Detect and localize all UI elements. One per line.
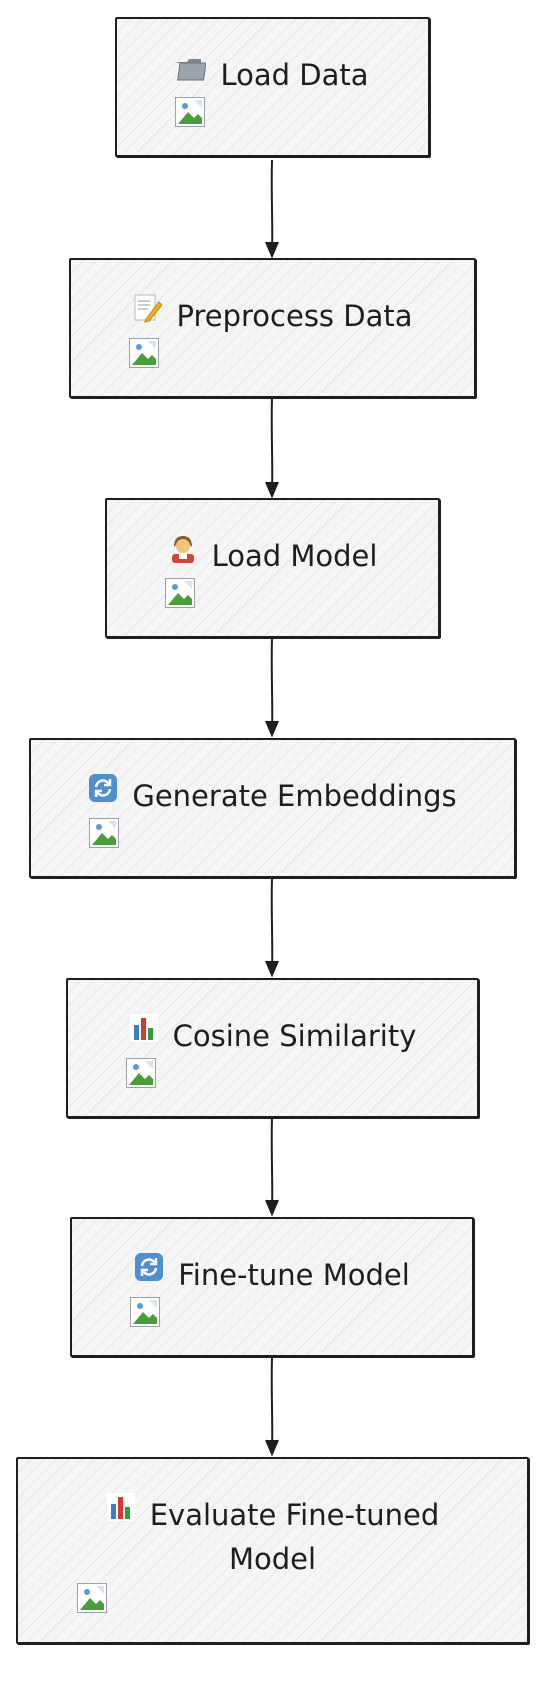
broken-image-icon xyxy=(77,1583,107,1613)
edge-load-data-to-preprocess xyxy=(270,159,274,256)
edge-preprocess-to-load-model xyxy=(270,397,274,496)
node-label: Cosine Similarity xyxy=(172,1019,417,1053)
node-label: Load Model xyxy=(211,539,378,573)
arrowhead xyxy=(265,241,279,259)
node-label: Fine-tune Model xyxy=(178,1258,410,1292)
edge-embeddings-to-cosine xyxy=(270,877,274,975)
refresh-icon xyxy=(134,1250,164,1294)
broken-image-icon xyxy=(129,338,159,368)
node-cosine-similarity[interactable]: Cosine Similarity xyxy=(66,978,479,1118)
broken-image-icon xyxy=(126,1058,156,1088)
node-label-line-2: Model xyxy=(228,1542,317,1576)
node-load-data[interactable]: Load Data xyxy=(115,17,430,157)
broken-image-icon xyxy=(89,818,119,848)
node-label-line-1: Evaluate Fine-tuned xyxy=(149,1498,440,1532)
broken-image-icon xyxy=(165,578,195,608)
arrowhead xyxy=(265,1199,279,1217)
bar-chart-icon xyxy=(129,1011,159,1055)
node-load-model[interactable]: Load Model xyxy=(105,498,440,638)
broken-image-icon xyxy=(130,1297,160,1327)
arrowhead xyxy=(265,481,279,499)
node-label: Generate Embeddings xyxy=(132,779,457,813)
teacher-icon xyxy=(168,531,198,575)
arrowhead xyxy=(265,1439,279,1457)
node-evaluate-fine-tuned-model[interactable]: Evaluate Fine-tuned Model xyxy=(16,1457,529,1644)
memo-icon xyxy=(132,291,164,335)
broken-image-icon xyxy=(175,97,205,127)
node-generate-embeddings[interactable]: Generate Embeddings xyxy=(29,738,516,878)
refresh-icon xyxy=(88,771,118,815)
edge-cosine-to-finetune xyxy=(270,1117,274,1214)
arrowhead xyxy=(265,960,279,978)
node-fine-tune-model[interactable]: Fine-tune Model xyxy=(70,1217,474,1357)
node-preprocess-data[interactable]: Preprocess Data xyxy=(69,258,476,398)
edge-load-model-to-embeddings xyxy=(270,637,274,735)
folder-icon xyxy=(176,50,208,94)
node-label: Load Data xyxy=(220,58,369,92)
node-label: Preprocess Data xyxy=(176,299,413,333)
bar-chart-icon xyxy=(106,1490,136,1534)
arrowhead xyxy=(265,720,279,738)
edge-finetune-to-evaluate xyxy=(270,1356,274,1454)
